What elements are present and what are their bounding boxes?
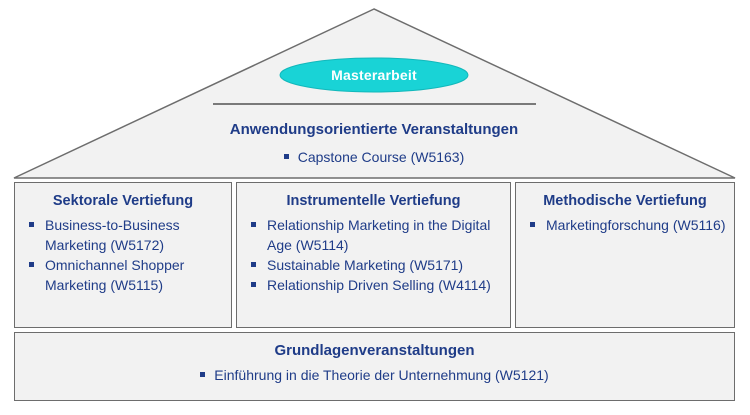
pillar-sektorale: Sektorale Vertiefung Business-to-Busines…	[14, 182, 232, 328]
list-item-text: Relationship Driven Selling (W4114)	[267, 277, 491, 293]
list-item: Relationship Driven Selling (W4114)	[249, 275, 504, 295]
foundation-item-text: Einführung in die Theorie der Unternehmu…	[214, 367, 549, 383]
pillar-title: Instrumentelle Vertiefung	[286, 193, 461, 209]
pillar-list: Business-to-Business Marketing (W5172) O…	[15, 215, 231, 295]
list-item: Relationship Marketing in the Digital Ag…	[249, 215, 504, 255]
roof-triangle	[13, 8, 736, 179]
bullet-icon	[29, 262, 34, 267]
foundation-item: Einführung in die Theorie der Unternehmu…	[15, 367, 734, 383]
bullet-icon	[251, 262, 256, 267]
bullet-icon	[29, 222, 34, 227]
list-item: Omnichannel Shopper Marketing (W5115)	[27, 255, 225, 295]
pillar-list: Relationship Marketing in the Digital Ag…	[237, 215, 510, 295]
list-item: Marketingforschung (W5116)	[528, 215, 728, 235]
bullet-icon	[200, 371, 206, 377]
bullet-icon	[251, 222, 256, 227]
list-item-text: Marketingforschung (W5116)	[546, 217, 726, 233]
pillar-instrumentelle: Instrumentelle Vertiefung Relationship M…	[236, 182, 511, 328]
pillar-title: Methodische Vertiefung	[543, 193, 707, 209]
bullet-icon	[283, 153, 289, 159]
foundation-box: Grundlagenveranstaltungen Einführung in …	[14, 332, 735, 401]
list-item-text: Omnichannel Shopper Marketing (W5115)	[45, 257, 185, 293]
list-item-text: Business-to-Business Marketing (W5172)	[45, 217, 180, 253]
roof-item-text: Capstone Course (W5163)	[297, 149, 465, 165]
masterarbeit-label: Masterarbeit	[331, 67, 417, 83]
bullet-icon	[530, 222, 535, 227]
list-item: Business-to-Business Marketing (W5172)	[27, 215, 225, 255]
roof-item: Capstone Course (W5163)	[150, 149, 598, 165]
bullet-icon	[251, 282, 256, 287]
list-item: Sustainable Marketing (W5171)	[249, 255, 504, 275]
roof-title: Anwendungsorientierte Veranstaltungen	[229, 121, 519, 138]
masterarbeit-ellipse	[279, 57, 469, 93]
pillar-methodische: Methodische Vertiefung Marketingforschun…	[515, 182, 735, 328]
list-item-text: Sustainable Marketing (W5171)	[267, 257, 464, 273]
list-item-text: Relationship Marketing in the Digital Ag…	[267, 217, 491, 253]
pillar-list: Marketingforschung (W5116)	[516, 215, 734, 235]
pillar-title: Sektorale Vertiefung	[52, 193, 194, 209]
foundation-title: Grundlagenveranstaltungen	[274, 342, 475, 359]
